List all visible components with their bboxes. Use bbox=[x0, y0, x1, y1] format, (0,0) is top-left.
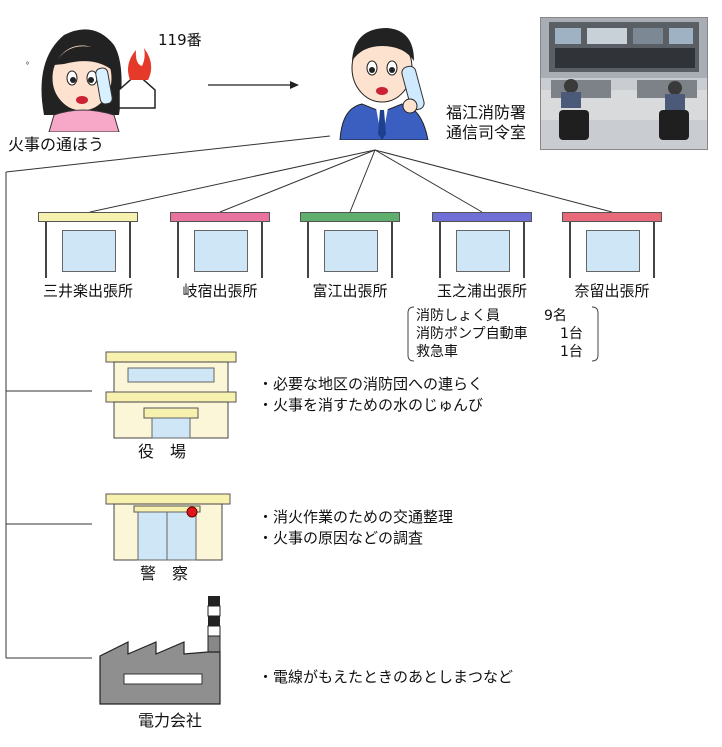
call-arrowhead bbox=[290, 81, 299, 89]
trunk-diagonal bbox=[5, 135, 331, 173]
bracket-left bbox=[407, 306, 415, 362]
caller-label: 火事の通ほう bbox=[8, 135, 105, 154]
fan-line-4 bbox=[374, 149, 483, 213]
power-company-label: 電力会社 bbox=[138, 711, 203, 730]
emergency-number: 119番 bbox=[158, 31, 202, 49]
town-office-label: 役 場 bbox=[138, 442, 187, 461]
police-label: 警 察 bbox=[140, 564, 189, 583]
station-building-1 bbox=[38, 212, 138, 278]
staffing-count-3: 1台 bbox=[560, 344, 583, 360]
police-duty-2: ・火事の原因などの調査 bbox=[258, 529, 424, 547]
fan-line-5 bbox=[374, 149, 613, 213]
control-room-photo bbox=[540, 17, 708, 150]
staffing-count-2: 1台 bbox=[560, 326, 583, 342]
station-label-5: 奈留出張所 bbox=[574, 282, 650, 300]
station-label-1: 三井楽出張所 bbox=[42, 282, 133, 300]
police-building bbox=[105, 493, 231, 561]
police-duty-1: ・消火作業のための交通整理 bbox=[258, 508, 454, 526]
hq-label-line1: 福江消防署 bbox=[446, 103, 527, 122]
hq-label-line2: 通信司令室 bbox=[446, 123, 527, 142]
power-duty-1: ・電線がもえたときのあとしまつなど bbox=[258, 668, 514, 686]
station-label-3: 富江出張所 bbox=[312, 282, 388, 300]
caller-illustration: ﾟ bbox=[26, 29, 156, 132]
control-room-photo-drawing bbox=[541, 18, 707, 149]
power-company-factory bbox=[99, 596, 221, 705]
fan-line-2 bbox=[219, 149, 376, 213]
station-building-2 bbox=[170, 212, 270, 278]
town-office-building bbox=[105, 351, 237, 439]
town-office-duty-2: ・火事を消すための水のじゅんび bbox=[258, 396, 484, 414]
station-label-4: 玉之浦出張所 bbox=[436, 282, 527, 300]
svg-text:ﾟ: ﾟ bbox=[26, 61, 32, 75]
dispatcher-illustration bbox=[339, 28, 429, 140]
fan-line-1 bbox=[89, 149, 376, 213]
town-office-duty-1: ・必要な地区の消防団への連らく bbox=[258, 375, 484, 393]
station-building-4 bbox=[432, 212, 532, 278]
staffing-item-3: 救急車 bbox=[416, 344, 458, 360]
bracket-right bbox=[591, 306, 599, 362]
staffing-count-1: 9名 bbox=[544, 308, 567, 324]
fan-line-3 bbox=[349, 149, 376, 213]
staffing-item-1: 消防しょく員 bbox=[416, 308, 500, 324]
station-label-2: 岐宿出張所 bbox=[182, 282, 258, 300]
station-building-5 bbox=[562, 212, 662, 278]
staffing-item-2: 消防ポンプ自動車 bbox=[416, 326, 528, 342]
station-building-3 bbox=[300, 212, 400, 278]
